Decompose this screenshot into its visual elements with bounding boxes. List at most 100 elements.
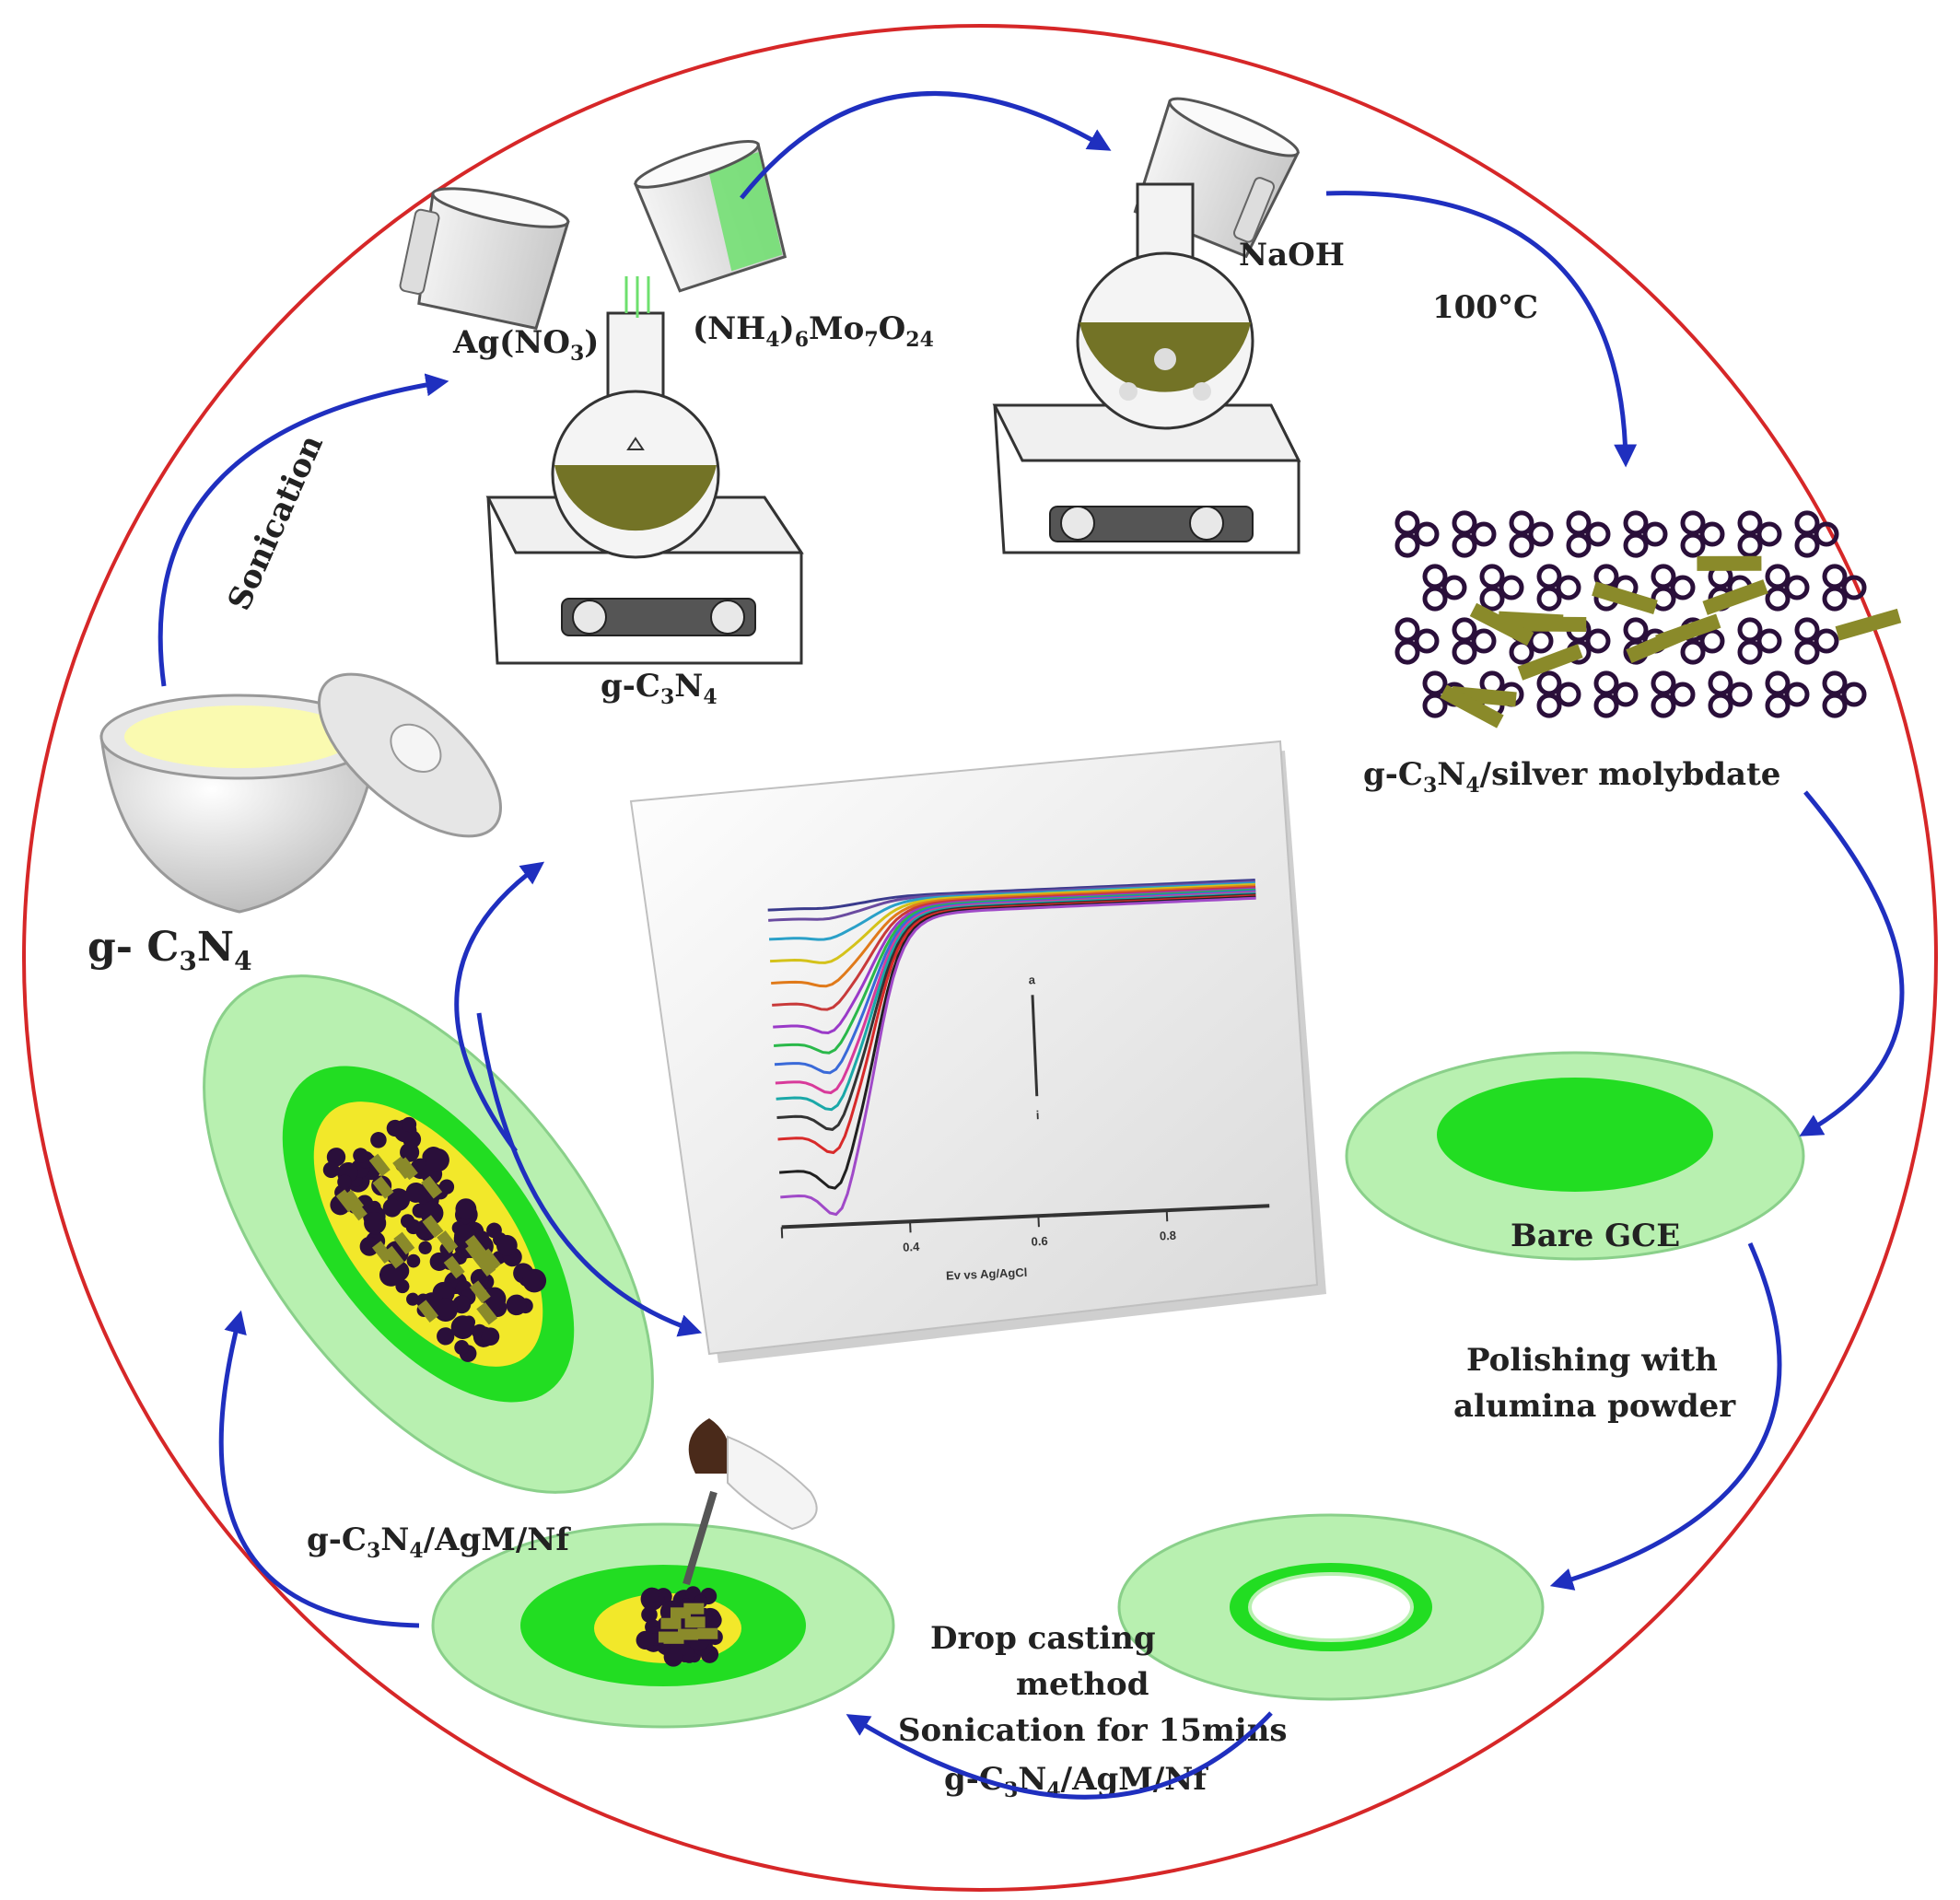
composite-particle [337, 1174, 352, 1190]
label-modified-electrode: g-C3N4/AgM/Nf [307, 1521, 571, 1563]
composite-particle [379, 1263, 402, 1287]
arrow-flask-to-naoh [740, 91, 1112, 200]
x-axis [781, 1204, 1270, 1230]
composite-rod [417, 1300, 439, 1323]
cycle-circle [22, 24, 1938, 1892]
arrow-crucible-to-flask [158, 373, 449, 687]
composite-particle [382, 1198, 402, 1218]
heptazine-ring [1642, 521, 1668, 547]
composite-rod [371, 1241, 393, 1264]
composite-rod [465, 1241, 487, 1265]
series-arrow-top-label: a [1028, 973, 1036, 986]
composite-rod [335, 1189, 357, 1213]
heptazine-ring [1528, 521, 1554, 547]
heptazine-ring [1623, 617, 1649, 643]
heptazine-ring [1794, 639, 1820, 665]
heptazine-ring [1566, 510, 1592, 536]
heptazine-ring [1441, 575, 1467, 600]
composite-rod [443, 1255, 465, 1279]
heptazine-ring [1509, 639, 1534, 665]
heptazine-ring [1394, 639, 1420, 665]
composite-rod [684, 1616, 706, 1628]
heptazine-ring [1670, 682, 1696, 707]
cv-curve-6 [772, 886, 1256, 1011]
label-drop-casting-2: method [1016, 1666, 1149, 1703]
heptazine-ring [1452, 617, 1477, 643]
process-arrows [158, 91, 1905, 1800]
composite-rod [393, 1231, 415, 1255]
label-temperature: 100°C [1432, 289, 1538, 326]
composite-particle [370, 1132, 387, 1148]
heptazine-ring [1452, 639, 1477, 665]
molybdate-rod [1498, 611, 1564, 630]
composite-particle [641, 1606, 658, 1623]
cv-curve-5 [771, 884, 1256, 988]
composite-particle [359, 1236, 379, 1256]
composite-rod [392, 1156, 414, 1180]
composite-particle [434, 1298, 458, 1323]
molybdate-rod [1440, 684, 1504, 729]
label-polishing-1: Polishing with [1466, 1342, 1718, 1379]
heptazine-ring [1841, 682, 1867, 707]
heptazine-ring [1737, 639, 1763, 665]
composite-particle [400, 1142, 420, 1162]
hotplate-2 [992, 403, 1301, 554]
molybdate-rod [1517, 644, 1583, 681]
label-gcn-silver-molybdate: g-C3N4/silver molybdate [1363, 756, 1780, 798]
heptazine-ring [1727, 682, 1753, 707]
heptazine-ring [1479, 586, 1505, 612]
composite-particle [326, 1148, 346, 1167]
heptazine-ring [1613, 682, 1639, 707]
composite-particle [400, 1214, 415, 1229]
arrow-gce-to-polished [1549, 1241, 1782, 1591]
heptazine-ring [1422, 586, 1448, 612]
label-naoh: NaOH [1239, 237, 1345, 274]
heptazine-ring [1479, 564, 1505, 589]
heptazine-ring [1708, 670, 1733, 696]
heptazine-ring [1471, 521, 1497, 547]
composite-particle [418, 1241, 432, 1254]
heptazine-ring [1471, 628, 1497, 654]
heptazine-ring [1841, 575, 1867, 600]
composite-rod [663, 1632, 684, 1644]
composite-particle [663, 1647, 683, 1667]
series-arrow-bottom-label: i [1036, 1108, 1040, 1122]
cv-curve-15 [780, 896, 1256, 1217]
composite-particle [455, 1198, 477, 1220]
heptazine-ring [1585, 521, 1611, 547]
x-tick-label: 0.4 [903, 1240, 920, 1254]
heptazine-ring [1394, 532, 1420, 558]
composite-particle [364, 1211, 387, 1235]
beaker-ag-no3 [399, 187, 570, 331]
heptazine-ring [1394, 617, 1420, 643]
modified-electrode [203, 974, 654, 1494]
composite-particle [450, 1315, 475, 1339]
heptazine-ring [1556, 575, 1581, 600]
pipette-hand [682, 1418, 818, 1586]
composite-particle [482, 1287, 507, 1311]
heptazine-ring [1414, 628, 1440, 654]
label-polishing-2: alumina powder [1453, 1388, 1736, 1425]
composite-rod [683, 1603, 705, 1614]
heptazine-ring [1822, 693, 1848, 718]
heptazine-ring [1651, 564, 1676, 589]
heptazine-ring [1794, 617, 1820, 643]
cv-curve-1 [767, 879, 1255, 912]
arrow-modified-to-crucible [454, 861, 545, 1153]
heptazine-ring [1765, 564, 1791, 589]
molybdate-rod [1655, 613, 1721, 649]
cv-curve-4 [770, 882, 1256, 964]
x-tick-mark [1037, 1216, 1040, 1228]
arrow-naoh-to-network [1325, 191, 1638, 468]
composite-particle [522, 1268, 547, 1293]
composite-rod [368, 1153, 391, 1177]
composite-particle [353, 1148, 368, 1163]
arrow-polished-to-dropcast [846, 1711, 1273, 1800]
cv-curve-3 [768, 881, 1255, 941]
x-axis-label: Ev vs Ag/AgCl [946, 1265, 1028, 1283]
falling-drops [624, 276, 650, 318]
heptazine-ring [1651, 586, 1676, 612]
label-gcn-flask: g-C3N4 [601, 668, 718, 709]
heptazine-ring [1822, 586, 1848, 612]
